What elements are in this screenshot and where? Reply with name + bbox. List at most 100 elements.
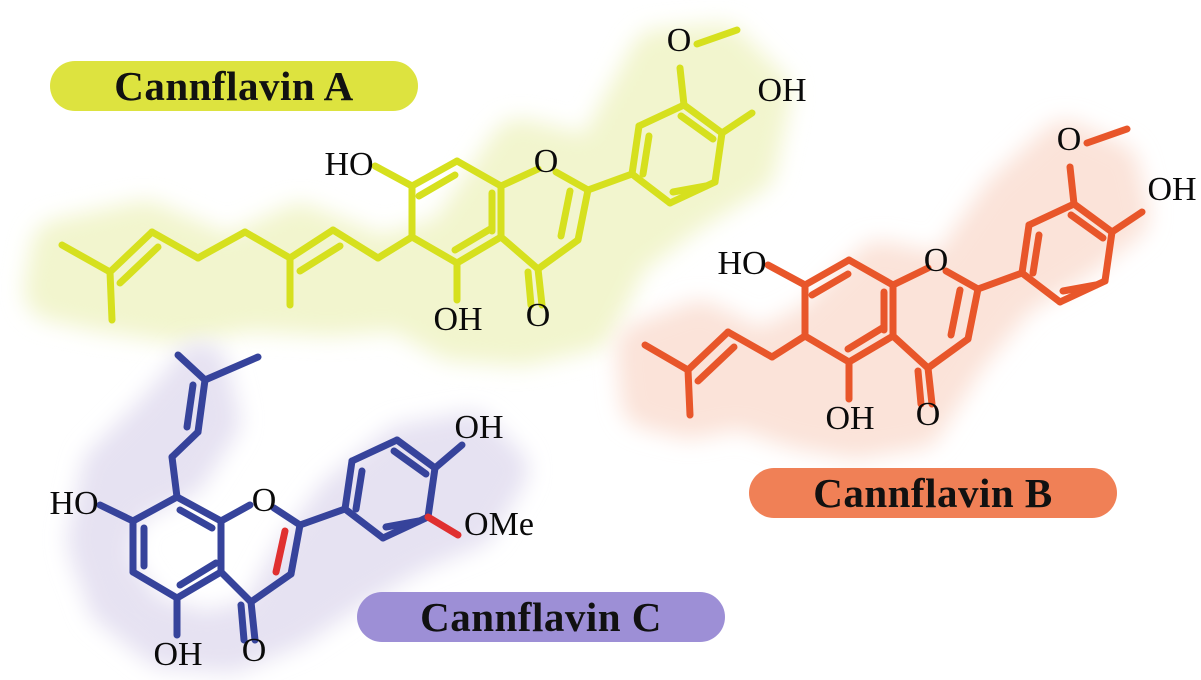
bond-a-c3-c4 — [194, 228, 249, 262]
label-cannflavin-b: Cannflavin B — [749, 468, 1117, 518]
bond-c-ring3 — [129, 568, 181, 602]
atom-label-o-a-keto: O — [526, 297, 551, 334]
bond-c-b6 — [341, 505, 387, 542]
label-cannflavin-c-text: Cannflavin C — [420, 594, 662, 640]
bond-a-o1-c2 — [552, 168, 592, 194]
bond-c-ring4 — [173, 568, 225, 602]
bond-b-tail-me2 — [684, 366, 694, 419]
bond-a-c2-c3-inner — [557, 187, 574, 240]
bond-b-c2-bring — [974, 269, 1026, 293]
bond-a-c5-c6-inner — [296, 242, 344, 275]
atom-label-o-a-ring: O — [534, 143, 559, 180]
bond-a-ring6 — [408, 233, 461, 267]
bond-a-c4-c4a — [497, 233, 542, 273]
bond-b-b2 — [1025, 200, 1078, 229]
bond-c-b5-inner — [382, 517, 423, 531]
molecule-cannflavin-b — [641, 125, 1146, 419]
bond-b-7oh — [764, 261, 809, 289]
bond-a-c2-c3 — [148, 228, 202, 262]
bond-b-c2-c3-inner — [947, 286, 964, 339]
atom-label-o-c-keto: O — [242, 632, 267, 669]
bond-b-b1-inner — [1029, 231, 1043, 277]
bond-c-4oh — [431, 441, 466, 472]
bond-c-o1-c2 — [270, 504, 304, 529]
bond-b-c4-c4a — [889, 332, 932, 372]
bond-b-c1-c2 — [684, 328, 732, 374]
bond-a-tail-me1 — [58, 241, 114, 276]
atom-label-oh-c4prime: OH — [454, 409, 503, 446]
bond-a-b4 — [711, 129, 726, 186]
bond-c-c3-ring — [168, 453, 181, 501]
atom-label-oh-b5: OH — [825, 400, 874, 437]
atom-labels-cannflavin-b: HO OH O O O OH — [717, 121, 1196, 437]
bond-a-ketone-2 — [524, 268, 535, 309]
bond-c-ketone-1 — [247, 598, 259, 644]
label-cannflavin-a-text: Cannflavin A — [114, 63, 354, 109]
bond-a-ring5-inner — [451, 224, 496, 254]
bond-a-tail-me2 — [106, 268, 116, 324]
atom-label-ho-a: HO — [324, 146, 373, 183]
bond-a-c1-c2 — [106, 228, 156, 276]
bond-a-ring2 — [408, 157, 461, 190]
atom-label-oh-a4prime: OH — [757, 72, 806, 109]
bond-b-ome-methyl — [1083, 125, 1131, 147]
bond-b-b6 — [1018, 269, 1064, 306]
bond-a-o1-c8a — [497, 165, 542, 190]
bond-a-4oh — [718, 109, 756, 137]
atom-label-ome-c: OMe — [464, 506, 534, 543]
bond-c-b1-inner — [352, 467, 366, 513]
bond-b-ketone-2 — [914, 367, 925, 408]
bond-c-b3-inner — [390, 447, 430, 478]
bond-b-o1-c2 — [942, 267, 982, 293]
bond-a-b2 — [635, 101, 688, 130]
bond-b-ring5 — [845, 332, 897, 366]
bond-b-ring2 — [801, 256, 853, 289]
atom-label-oh-b4prime: OH — [1147, 171, 1196, 208]
atom-label-ho-b: HO — [717, 245, 766, 282]
bond-b-c3-c4 — [924, 335, 972, 372]
atom-label-o-a-ome: O — [667, 22, 692, 59]
bond-b-b5-inner — [1059, 281, 1100, 295]
bond-a-ring5 — [453, 233, 505, 267]
atom-labels-cannflavin-c: HO OH O O OH OMe — [49, 409, 534, 673]
bond-a-ketone-1 — [534, 265, 546, 309]
bond-b-ome-link — [1066, 163, 1078, 208]
bond-c-b1 — [341, 457, 356, 513]
halo-cannflavin-c — [67, 342, 528, 673]
bond-a-7oh — [371, 162, 416, 190]
bond-c-tail-me2 — [201, 353, 262, 384]
bond-c-c4-c4a — [217, 568, 255, 606]
bond-b-ring2-inner — [808, 270, 852, 299]
bond-a-b3-inner — [677, 112, 717, 143]
bond-c-c1-c2 — [194, 376, 209, 436]
label-cannflavin-b-text: Cannflavin B — [813, 470, 1053, 516]
atom-label-o-b-ome: O — [1057, 121, 1082, 158]
bond-a-ring3 — [453, 157, 505, 190]
bond-a-b5-inner — [669, 182, 710, 196]
bond-a-c6-c7 — [329, 226, 382, 262]
bond-a-c4-c5 — [241, 228, 294, 262]
bond-c-c2-bring — [296, 505, 349, 529]
bond-a-c2-bring — [584, 170, 636, 194]
bond-c-c1-c2-inner — [183, 381, 197, 431]
bond-c-c2-c3 — [168, 428, 202, 461]
bond-b-c2-c3 — [724, 328, 776, 361]
molecule-cannflavin-a — [58, 26, 756, 324]
bond-b-c1-c2-inner — [694, 343, 738, 385]
bond-c-ome-link-accent — [424, 513, 462, 539]
bond-a-b1-inner — [639, 132, 653, 178]
bond-a-ome-methyl — [693, 26, 741, 48]
atom-labels-cannflavin-a: HO OH O O O OH — [324, 22, 806, 338]
atom-label-oh-a5: OH — [433, 301, 482, 338]
bond-c-tail-me1 — [174, 351, 209, 384]
bond-a-b1 — [628, 122, 643, 178]
bond-b-ring6 — [801, 332, 853, 366]
bond-c-c2-c3 — [287, 521, 304, 578]
bond-b-tail-me1 — [641, 341, 692, 374]
bond-a-c1-c2-inner — [116, 243, 162, 287]
bond-b-4oh — [1108, 208, 1146, 236]
atom-label-o-b-keto: O — [916, 396, 941, 433]
bond-c-c3-c4 — [247, 570, 295, 606]
